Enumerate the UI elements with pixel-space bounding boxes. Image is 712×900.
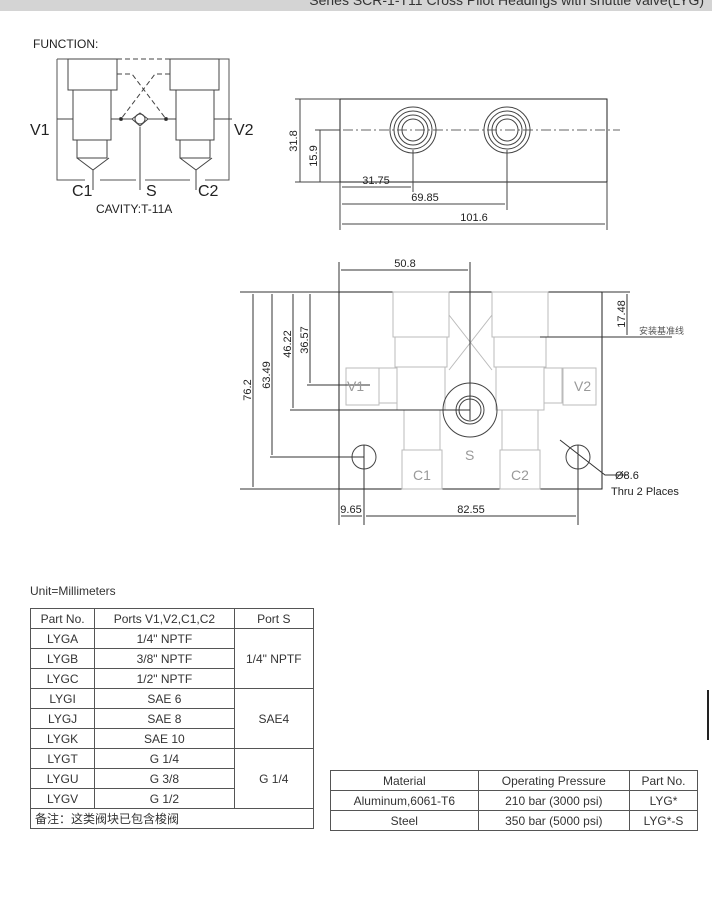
ports: G 1/4 <box>94 748 235 769</box>
function-title: FUNCTION: <box>33 37 98 51</box>
function-label-s: S <box>146 183 157 200</box>
ports: G 1/2 <box>94 788 235 809</box>
datum-line-label: 安装基准线 <box>639 325 684 336</box>
part-no: LYGC <box>29 668 96 689</box>
function-label-c1: C1 <box>72 183 93 200</box>
port-s: G 1/4 <box>233 748 315 809</box>
table-note-row: 备注：这类阀块已包含梭阀 <box>30 808 314 829</box>
part-no: LYG*-S <box>628 810 699 831</box>
dim-63-49: 63.49 <box>261 361 273 389</box>
ports: 3/8" NPTF <box>94 648 235 669</box>
port-s: SAE4 <box>233 688 315 749</box>
table-header-row: Part No. Ports V1,V2,C1,C2 Port S <box>29 608 315 629</box>
function-label-c2: C2 <box>198 183 219 200</box>
port-label-v1: V1 <box>347 378 364 394</box>
pressure: 350 bar (5000 psi) <box>477 810 630 831</box>
material: Steel <box>330 810 479 831</box>
dim-15-9: 15.9 <box>308 145 320 166</box>
dim-101-6: 101.6 <box>460 212 488 224</box>
header-title: Series SCR-1-T11 Cross Pilot Headings wi… <box>309 0 704 8</box>
part-no: LYGV <box>29 788 96 809</box>
part-no: LYGI <box>29 688 96 709</box>
dim-76-2: 76.2 <box>242 379 254 400</box>
header-port-s: Port S <box>233 608 315 629</box>
header-ports: Ports V1,V2,C1,C2 <box>94 608 235 629</box>
material: Aluminum,6061-T6 <box>330 790 479 811</box>
ports: SAE 10 <box>94 728 235 749</box>
port-label-c1: C1 <box>413 467 431 483</box>
table-note: 备注：这类阀块已包含梭阀 <box>30 808 314 829</box>
dim-9-65: 9.65 <box>340 504 361 516</box>
port-label-v2: V2 <box>574 378 591 394</box>
dim-31-75: 31.75 <box>362 175 390 187</box>
cavity-label: CAVITY:T-11A <box>96 202 172 216</box>
material-table: Material Operating Pressure Part No. Alu… <box>330 770 699 831</box>
hole-diameter: Ø8.6 <box>615 470 639 482</box>
ports: 1/4" NPTF <box>94 628 235 649</box>
dim-17-48: 17.48 <box>616 300 628 328</box>
ports: G 3/8 <box>94 768 235 789</box>
part-no: LYGK <box>29 728 96 749</box>
header-material: Material <box>330 770 479 791</box>
part-no: LYGJ <box>29 708 96 729</box>
part-no: LYG* <box>628 790 699 811</box>
pressure: 210 bar (3000 psi) <box>477 790 630 811</box>
function-diagram <box>56 58 232 190</box>
header-part-no: Part No. <box>29 608 96 629</box>
part-no: LYGA <box>29 628 96 649</box>
dim-31-8: 31.8 <box>288 130 300 151</box>
port-label-s: S <box>465 447 474 463</box>
ports: 1/2" NPTF <box>94 668 235 689</box>
function-label-v1: V1 <box>30 122 50 139</box>
dim-36-57: 36.57 <box>299 326 311 354</box>
dim-69-85: 69.85 <box>411 192 439 204</box>
port-s: 1/4" NPTF <box>233 628 315 689</box>
part-no: LYGU <box>29 768 96 789</box>
part-no: LYGT <box>29 748 96 769</box>
part-no: LYGB <box>29 648 96 669</box>
function-label-v2: V2 <box>234 122 254 139</box>
unit-label: Unit=Millimeters <box>30 584 116 598</box>
front-view <box>240 262 672 525</box>
ports: SAE 6 <box>94 688 235 709</box>
top-view <box>295 98 620 230</box>
header-part-no: Part No. <box>628 770 699 791</box>
table-header-row: Material Operating Pressure Part No. <box>330 770 699 791</box>
dim-46-22: 46.22 <box>282 330 294 358</box>
dim-82-55: 82.55 <box>457 504 485 516</box>
port-label-c2: C2 <box>511 467 529 483</box>
page-edge-marker <box>707 690 709 740</box>
hole-note: Thru 2 Places <box>611 486 679 498</box>
header-pressure: Operating Pressure <box>477 770 630 791</box>
page-header: Series SCR-1-T11 Cross Pilot Headings wi… <box>0 0 712 11</box>
dim-50-8: 50.8 <box>394 258 415 270</box>
ports: SAE 8 <box>94 708 235 729</box>
